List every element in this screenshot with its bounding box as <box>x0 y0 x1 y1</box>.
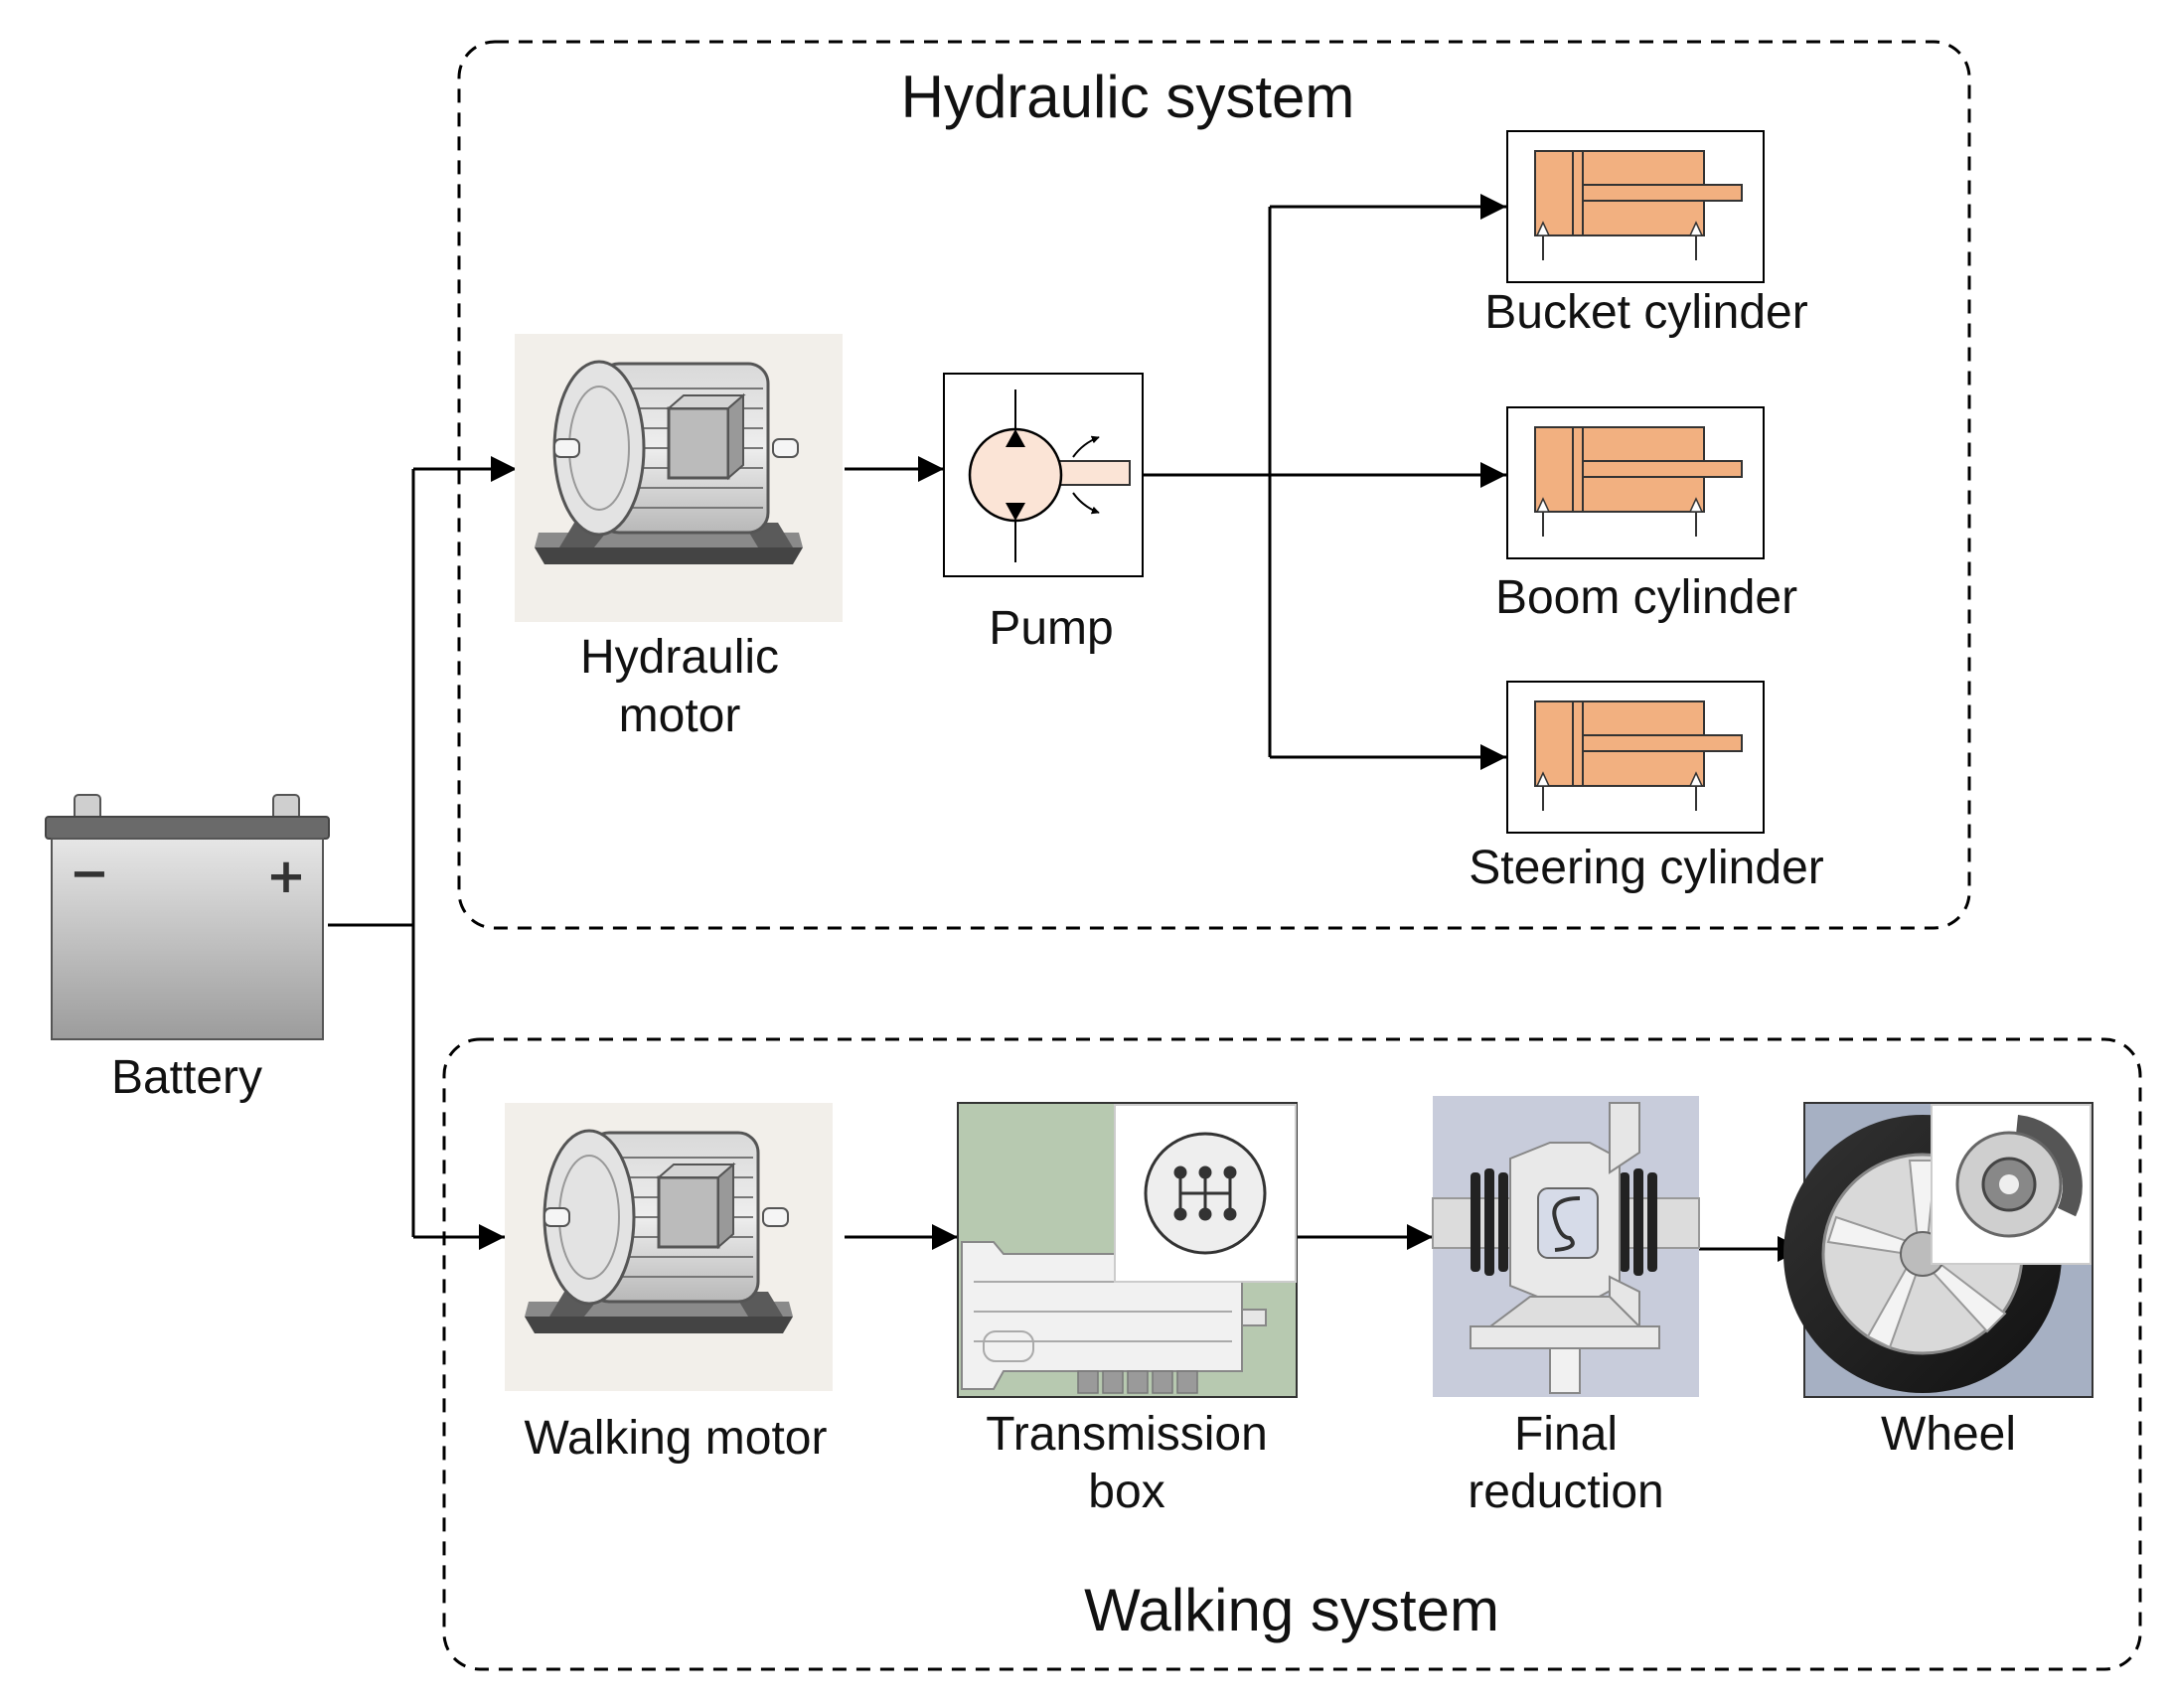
hydraulic-cylinder-icon <box>1506 406 1765 559</box>
walking-motor: Walking motor <box>503 1101 835 1465</box>
hydraulic-pump-icon <box>943 373 1144 577</box>
hydraulic-motor-label-line1: Hydraulic <box>580 631 779 684</box>
wheel: Wheel <box>1783 1102 2093 1461</box>
walking-system-group: Walking system <box>442 1037 2142 1671</box>
connections <box>328 194 1803 1262</box>
battery-label: Battery <box>111 1051 262 1104</box>
final-reduction-label-line2: reduction <box>1468 1466 1663 1518</box>
pump-label: Pump <box>989 602 1113 655</box>
bucket-cylinder: Bucket cylinder <box>1484 130 1808 339</box>
boom-cylinder: Boom cylinder <box>1495 406 1797 624</box>
hydraulic-motor: Hydraulic motor <box>513 332 845 742</box>
gearbox-icon <box>957 1102 1298 1398</box>
battery-icon: − + <box>45 794 330 1040</box>
battery-minus-symbol: − <box>70 846 109 901</box>
hydraulic-motor-label-line2: motor <box>619 690 741 742</box>
transmission-box: Transmission box <box>957 1102 1298 1518</box>
pump: Pump <box>943 373 1144 655</box>
steering-cylinder-label: Steering cylinder <box>1469 842 1824 894</box>
steering-cylinder: Steering cylinder <box>1469 681 1824 894</box>
hydraulic-cylinder-icon <box>1506 130 1765 283</box>
wheel-label: Wheel <box>1881 1408 2016 1461</box>
wheel-brake-icon <box>1783 1102 2093 1398</box>
hydraulic-cylinder-icon <box>1506 681 1765 834</box>
walking-system-title: Walking system <box>1084 1577 1499 1643</box>
final-reduction: Final reduction <box>1432 1096 1700 1518</box>
walking-motor-label: Walking motor <box>525 1412 828 1465</box>
hydraulic-system-title: Hydraulic system <box>901 64 1355 130</box>
differential-icon <box>1432 1096 1700 1397</box>
transmission-box-label-line1: Transmission <box>986 1408 1268 1461</box>
electric-motor-icon <box>513 332 845 624</box>
boom-cylinder-label: Boom cylinder <box>1495 571 1797 624</box>
electric-motor-icon <box>503 1101 835 1393</box>
transmission-box-label-line2: box <box>1088 1466 1164 1518</box>
hydraulic-system-group: Hydraulic system <box>457 40 1971 930</box>
battery-plus-symbol: + <box>266 849 306 904</box>
battery: − + Battery <box>45 794 330 1104</box>
bucket-cylinder-label: Bucket cylinder <box>1484 286 1807 339</box>
final-reduction-label-line1: Final <box>1514 1408 1618 1461</box>
